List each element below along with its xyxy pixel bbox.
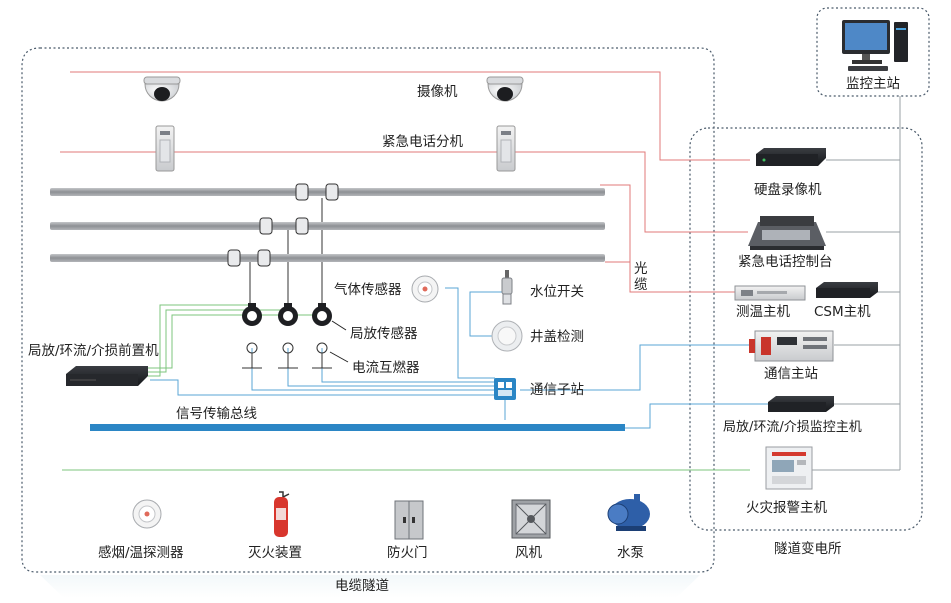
fiber-cable-label-1: 光: [634, 261, 648, 277]
fan-label: 风机: [515, 545, 543, 561]
camera-label: 摄像机: [417, 84, 458, 100]
substation-label: 隧道变电所: [774, 541, 842, 557]
dome-camera-icon: [486, 76, 524, 102]
comm-master-label: 通信主站: [764, 366, 818, 382]
cable-clamp-icon: [227, 183, 339, 267]
water-level-label: 水位开关: [530, 284, 584, 300]
fire-alarm-host-icon: [765, 446, 813, 490]
nvr-label: 硬盘录像机: [754, 181, 822, 198]
ct-pointer: [329, 351, 349, 363]
comm-substation-icon: [494, 378, 516, 400]
monitor-station-label: 监控主站: [846, 76, 900, 92]
ct-label: 电流互燃器: [352, 359, 420, 376]
phone-extension-icon: [496, 125, 516, 172]
monitor-station-region: [816, 7, 930, 97]
fire-door-icon: [394, 500, 424, 540]
phone-console-icon: [748, 216, 826, 250]
dome-camera-icon: [143, 76, 181, 102]
water-level-switch-icon: [501, 270, 513, 305]
pd-sensor-pointer: [331, 320, 347, 331]
fiber-cable-label-2: 缆: [634, 277, 648, 293]
comm-substation-label: 通信子站: [530, 382, 584, 398]
signal-bus: 信号传输总线: [90, 406, 625, 431]
frontend-unit-label: 局放/环流/介损前置机: [28, 342, 159, 359]
substation-region: [689, 127, 923, 531]
pd-sensor-label: 局放传感器: [350, 325, 418, 342]
manhole-sensor-icon: [491, 320, 523, 352]
pd-sensor-icon: [278, 303, 298, 326]
fire-alarm-host-label: 火灾报警主机: [746, 499, 827, 516]
phone-extension-label: 紧急电话分机: [382, 134, 463, 150]
current-transformer-icon: [242, 342, 332, 369]
phone-extension-icon: [155, 125, 175, 172]
smoke-detector-label: 感烟/温探测器: [98, 544, 184, 561]
pd-sensor-icon: [242, 303, 262, 326]
pd-monitor-host-icon: [768, 396, 834, 412]
phone-console-label: 紧急电话控制台: [738, 254, 833, 270]
signal-bus-label: 信号传输总线: [176, 406, 257, 422]
fan-icon: [511, 499, 551, 539]
cable-tunnel-label: 电缆隧道: [335, 578, 389, 594]
monitor-workstation-icon: [842, 20, 908, 71]
smoke-detector-icon: [132, 499, 162, 529]
power-cables: [50, 183, 605, 267]
nvr-icon: [756, 148, 826, 166]
csm-host-icon: [816, 282, 878, 298]
water-pump-icon: [607, 494, 650, 531]
frontend-unit-icon: [66, 366, 148, 386]
temp-host-label: 测温主机: [736, 304, 790, 320]
fire-extinguisher-icon: [274, 491, 290, 537]
manhole-label: 井盖检测: [530, 329, 584, 345]
gas-sensor-icon: [411, 275, 439, 303]
fire-door-label: 防火门: [387, 545, 428, 561]
pd-sensor-icon: [312, 303, 332, 326]
comm-master-icon: [749, 330, 834, 362]
csm-host-label: CSM主机: [814, 304, 871, 320]
gas-sensor-label: 气体传感器: [334, 281, 402, 298]
temp-host-icon: [734, 285, 806, 301]
fire-extinguisher-label: 灭火装置: [248, 545, 302, 561]
water-pump-label: 水泵: [617, 545, 644, 561]
pd-monitor-host-label: 局放/环流/介损监控主机: [723, 420, 862, 435]
cable-tunnel-region: [21, 47, 715, 598]
